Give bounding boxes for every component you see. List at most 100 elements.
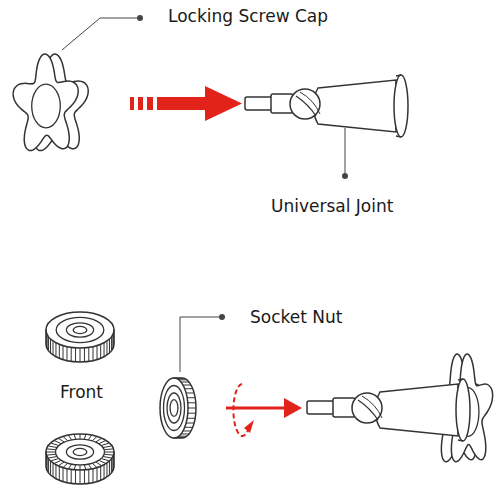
socket-nut-drawing xyxy=(46,434,114,484)
universal-joint xyxy=(245,75,408,137)
socket-nut-drawing xyxy=(66,445,93,459)
socket-nut-drawing xyxy=(68,435,71,440)
socket-nut-drawing xyxy=(101,458,109,461)
socket-nut-drawing xyxy=(63,436,68,440)
rotation-arrow xyxy=(226,384,302,436)
socket-nut-drawing xyxy=(80,348,81,362)
screw-cap-drawing xyxy=(32,84,61,128)
socket-nut-drawing xyxy=(46,434,114,470)
leader-line xyxy=(219,314,225,320)
socket-nut-drawing xyxy=(80,470,81,484)
socket-nut-drawing xyxy=(66,347,67,361)
socket-nut-drawing xyxy=(46,312,114,348)
leader-line xyxy=(62,15,143,50)
screw-cap-drawing xyxy=(13,54,78,150)
socket-nut-drawing xyxy=(51,458,59,461)
socket-nut-drawing xyxy=(103,446,112,448)
part-label: Socket Nut xyxy=(250,307,342,327)
socket-nut-drawing xyxy=(74,465,76,470)
socket-nut-drawing xyxy=(109,339,110,353)
socket-nut-drawing xyxy=(111,337,112,351)
socket-nut-drawing xyxy=(160,378,196,438)
socket-nut-drawing xyxy=(84,470,85,484)
part-label: Universal Joint xyxy=(271,196,393,216)
universal-joint xyxy=(307,379,470,441)
socket-nut-drawing xyxy=(63,346,64,360)
rotation-arrow xyxy=(244,420,254,433)
socket-nut-drawing xyxy=(71,469,72,483)
socket-nut-drawing xyxy=(96,438,102,442)
socket-nut-drawing xyxy=(58,462,64,466)
socket-nut-drawing xyxy=(46,312,196,484)
socket-nut-drawing xyxy=(47,454,56,456)
socket-nut-drawing xyxy=(93,347,94,361)
socket-nut-drawing xyxy=(56,439,105,465)
direction-arrow xyxy=(147,97,153,110)
socket-nut-drawing xyxy=(48,456,57,458)
socket-nut-drawing xyxy=(66,469,67,483)
socket-nut-drawing xyxy=(46,312,114,362)
leader-line xyxy=(137,15,143,21)
direction-arrow xyxy=(205,86,242,121)
socket-nut-drawing xyxy=(109,461,110,475)
socket-nut-drawing xyxy=(63,468,64,482)
socket-nut-drawing xyxy=(48,337,49,351)
socket-nut-drawing xyxy=(170,400,178,417)
part-label: Front xyxy=(60,382,103,402)
socket-nut-drawing xyxy=(71,347,72,361)
socket-nut-drawing xyxy=(88,347,89,361)
socket-nut-drawing xyxy=(46,452,56,453)
socket-nut-drawing xyxy=(75,348,76,362)
socket-nut-drawing xyxy=(100,344,101,358)
socket-nut-drawing xyxy=(104,454,113,456)
socket-nut-drawing xyxy=(92,463,97,467)
direction-arrow xyxy=(138,97,143,110)
socket-nut-drawing xyxy=(47,448,56,450)
socket-nut-drawing xyxy=(68,464,71,469)
socket-nut-drawing xyxy=(104,343,105,357)
socket-nut-drawing xyxy=(53,341,54,355)
socket-nut-drawing xyxy=(88,469,89,483)
socket-nut-drawing xyxy=(55,465,56,479)
socket-nut-drawing xyxy=(111,459,112,473)
socket-nut-drawing xyxy=(103,456,112,458)
socket-nut-drawing xyxy=(75,470,76,484)
socket-nut-drawing xyxy=(73,326,87,333)
direction-arrow xyxy=(130,97,134,110)
socket-nut-drawing xyxy=(84,348,85,362)
socket-nut-drawing xyxy=(97,346,98,360)
leader-line xyxy=(180,314,225,372)
socket-nut-drawing xyxy=(97,468,98,482)
socket-nut-drawing xyxy=(80,434,81,439)
socket-nut-drawing xyxy=(54,460,61,463)
socket-nut-drawing xyxy=(80,465,81,470)
socket-nut-drawing xyxy=(54,440,61,443)
socket-nut-drawing xyxy=(50,461,51,475)
socket-nut-drawing xyxy=(59,466,60,480)
leader-line xyxy=(342,173,348,179)
socket-nut-drawing xyxy=(74,434,76,439)
socket-nut-drawing xyxy=(56,317,104,342)
socket-nut-drawing xyxy=(101,443,109,446)
socket-nut-drawing xyxy=(104,465,105,479)
socket-nut-drawing xyxy=(63,463,68,467)
part-label: Locking Screw Cap xyxy=(168,6,328,26)
socket-nut-drawing xyxy=(84,434,86,439)
leader-line xyxy=(342,128,348,179)
socket-nut-drawing xyxy=(55,343,56,357)
socket-nut-drawing xyxy=(99,440,106,443)
socket-nut-drawing xyxy=(92,436,97,440)
socket-nut-drawing xyxy=(160,378,188,438)
socket-nut-drawing xyxy=(53,463,54,477)
socket-nut-drawing xyxy=(50,339,51,353)
socket-nut-drawing xyxy=(99,460,106,463)
socket-nut-drawing xyxy=(96,462,102,466)
socket-nut-drawing xyxy=(106,341,107,355)
rotation-arrow xyxy=(226,407,288,410)
screw-cap-drawing xyxy=(13,54,88,150)
socket-nut-drawing xyxy=(88,464,91,469)
socket-nut-drawing xyxy=(73,448,87,455)
leader-line xyxy=(180,317,222,372)
